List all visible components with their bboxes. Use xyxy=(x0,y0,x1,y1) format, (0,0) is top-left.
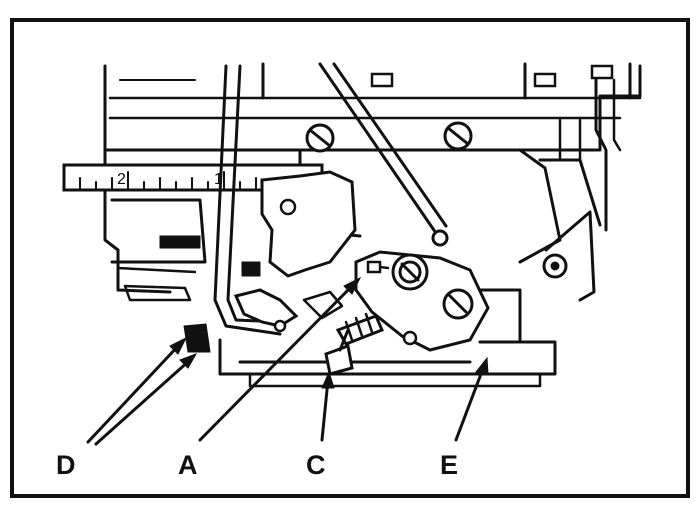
figure-frame xyxy=(10,18,690,498)
screw-a xyxy=(366,260,382,274)
scale-mark-2: 2 xyxy=(117,171,126,188)
throttle-lever xyxy=(354,250,490,352)
callout-c: C xyxy=(306,450,326,480)
carburetor-body xyxy=(103,62,642,388)
leader-e xyxy=(454,356,489,442)
top-screw-right xyxy=(443,121,473,151)
callout-a: A xyxy=(178,450,198,480)
top-nuts xyxy=(370,64,614,88)
screw-d xyxy=(183,323,211,353)
fast-idle-cam-lever xyxy=(260,170,357,278)
callout-d: D xyxy=(56,450,76,480)
scale-mark-1: 1 xyxy=(214,171,223,188)
callout-e: E xyxy=(440,450,458,480)
leader-a xyxy=(198,276,362,442)
choke-rod-diagonal xyxy=(318,62,449,247)
leader-d xyxy=(86,336,198,446)
leader-c xyxy=(320,370,335,442)
idle-adjust-screw xyxy=(324,312,384,376)
linkage-bracket xyxy=(233,261,344,333)
top-screw-left xyxy=(305,123,335,153)
